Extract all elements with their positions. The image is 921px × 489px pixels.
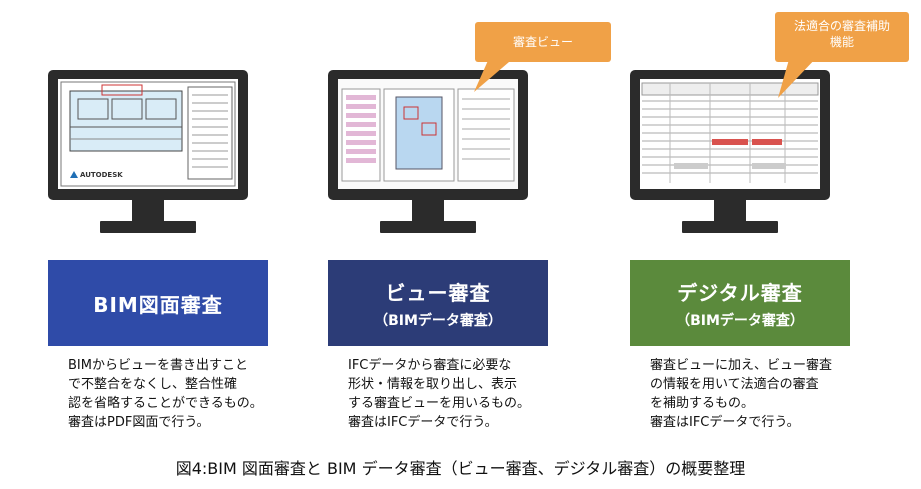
column-view-review: ビュー審査 （BIMデータ審査） IFCデータから審査に必要な 形状・情報を取り…: [314, 0, 554, 460]
monitor-neck: [714, 200, 746, 222]
callout-digital-tail: [778, 56, 818, 98]
bim-drawing-screen: AUTODESK: [58, 79, 238, 189]
column-title: BIM図面審査: [93, 292, 223, 317]
column-description: 審査ビューに加え、ビュー審査 の情報を用いて法適合の審査 を補助するもの。 審査…: [650, 358, 833, 430]
spreadsheet-screenshot: [640, 79, 820, 189]
monitor-neck: [412, 200, 444, 222]
label-box-view-review: ビュー審査 （BIMデータ審査）: [328, 260, 548, 346]
callout-view: 審査ビュー: [475, 22, 611, 62]
callout-view-tail: [474, 56, 516, 92]
monitor: [630, 70, 830, 200]
ifc-view-screenshot: [338, 79, 518, 189]
monitor: AUTODESK: [48, 70, 248, 200]
monitor-base: [380, 221, 476, 233]
review-view-screen: [338, 79, 518, 189]
monitor: [328, 70, 528, 200]
digital-review-screen: [640, 79, 820, 189]
label-box-bim-drawing: BIM図面審査: [48, 260, 268, 346]
autodesk-logo: AUTODESK: [70, 171, 123, 179]
column-title: デジタル審査: [677, 280, 803, 305]
column-bim-drawing-review: AUTODESK BIM図面審査 BIMからビューを書き出すこと で不整合をなく…: [34, 0, 274, 460]
floor-plan-drawing: [60, 81, 236, 187]
monitor-neck: [132, 200, 164, 222]
monitor-base: [682, 221, 778, 233]
column-subtitle: （BIMデータ審査）: [374, 312, 502, 329]
column-description: BIMからビューを書き出すこと で不整合をなくし、整合性確 認を省略することがで…: [68, 358, 263, 430]
column-digital-review: デジタル審査 （BIMデータ審査） 審査ビューに加え、ビュー審査 の情報を用いて…: [616, 0, 856, 460]
label-box-digital-review: デジタル審査 （BIMデータ審査）: [630, 260, 850, 346]
figure-caption: 図4:BIM 図面審査と BIM データ審査（ビュー審査、デジタル審査）の概要整…: [175, 459, 746, 478]
column-description: IFCデータから審査に必要な 形状・情報を取り出し、表示 する審査ビューを用いる…: [348, 358, 531, 430]
monitor-base: [100, 221, 196, 233]
column-subtitle: （BIMデータ審査）: [676, 312, 804, 329]
callout-digital: 法適合の審査補助 機能: [775, 12, 909, 62]
column-title: ビュー審査: [385, 280, 491, 305]
